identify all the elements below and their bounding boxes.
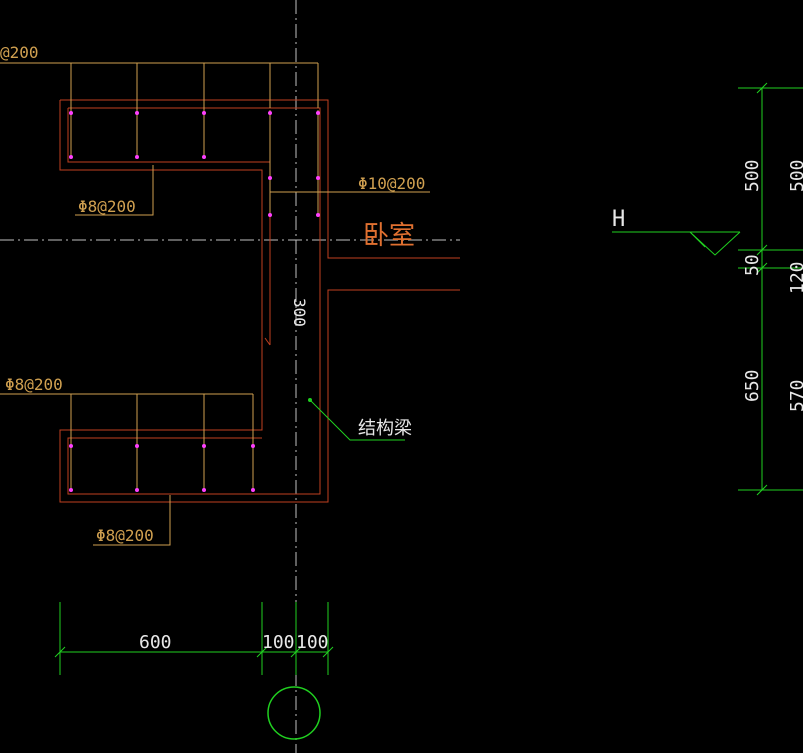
stirrups (0, 62, 430, 546)
rebar-dot (202, 111, 206, 115)
rebar-dot (202, 155, 206, 159)
level-marker-label: H (612, 207, 625, 232)
beam-outline (59, 99, 460, 503)
rebar-dot (202, 444, 206, 448)
rebar-dot (135, 155, 139, 159)
rebar-dot (202, 488, 206, 492)
beam-leader (308, 398, 405, 441)
wall-thickness-label: 300 (290, 298, 309, 327)
upper-beam-outline-top (60, 99, 460, 259)
dim-right-secondary-120: 120 (787, 261, 803, 294)
dim-right-50: 50 (742, 254, 763, 276)
level-triangle (689, 231, 741, 256)
dim-width-left: 600 (139, 632, 172, 653)
rebar-dot (316, 213, 320, 217)
rebar-dot (268, 213, 272, 217)
dim-right-secondary-570: 570 (787, 379, 803, 412)
rebar-dot (268, 111, 272, 115)
hook-end (264, 337, 271, 346)
lower-inner-loop (67, 246, 321, 495)
rebar-dots (69, 111, 320, 492)
upper-inner-loop-2 (67, 108, 271, 345)
dim-right-500: 500 (742, 159, 763, 192)
rebar-dot (251, 444, 255, 448)
rebar-dot (268, 176, 272, 180)
rebar-dot (135, 444, 139, 448)
beam-outline-body (59, 100, 460, 503)
room-name: 卧室 (363, 221, 415, 251)
rebar-dot (135, 111, 139, 115)
rebar-dot (135, 488, 139, 492)
vertical-leg-label: Φ10@200 (358, 174, 425, 193)
axis-bubble (267, 686, 321, 740)
upper-inner-loop (68, 107, 321, 246)
rebar-dot (316, 111, 320, 115)
dim-right-secondary-500: 500 (787, 159, 803, 192)
dim-width-mid: 100 (262, 632, 295, 653)
lower-distribution-leader (93, 495, 171, 546)
centerlines (0, 0, 460, 753)
right-dimension (612, 82, 803, 496)
upper-distribution-leader (75, 165, 154, 216)
rebar-dot (316, 176, 320, 180)
rebar-dot (69, 488, 73, 492)
lower-distribution-label: Φ8@200 (96, 526, 154, 545)
rebar-dot (69, 444, 73, 448)
lower-stirrup-label: Φ8@200 (5, 375, 63, 394)
rebar-dot (251, 488, 255, 492)
dim-width-right: 100 (296, 632, 329, 653)
structural-beam-label: 结构梁 (358, 418, 412, 439)
rebar-dot (69, 155, 73, 159)
rebar-dot (69, 111, 73, 115)
top-stirrup-label: @200 (0, 43, 39, 62)
bottom-dimension (54, 602, 334, 675)
dim-right-650: 650 (742, 369, 763, 402)
upper-distribution-label: Φ8@200 (78, 197, 136, 216)
